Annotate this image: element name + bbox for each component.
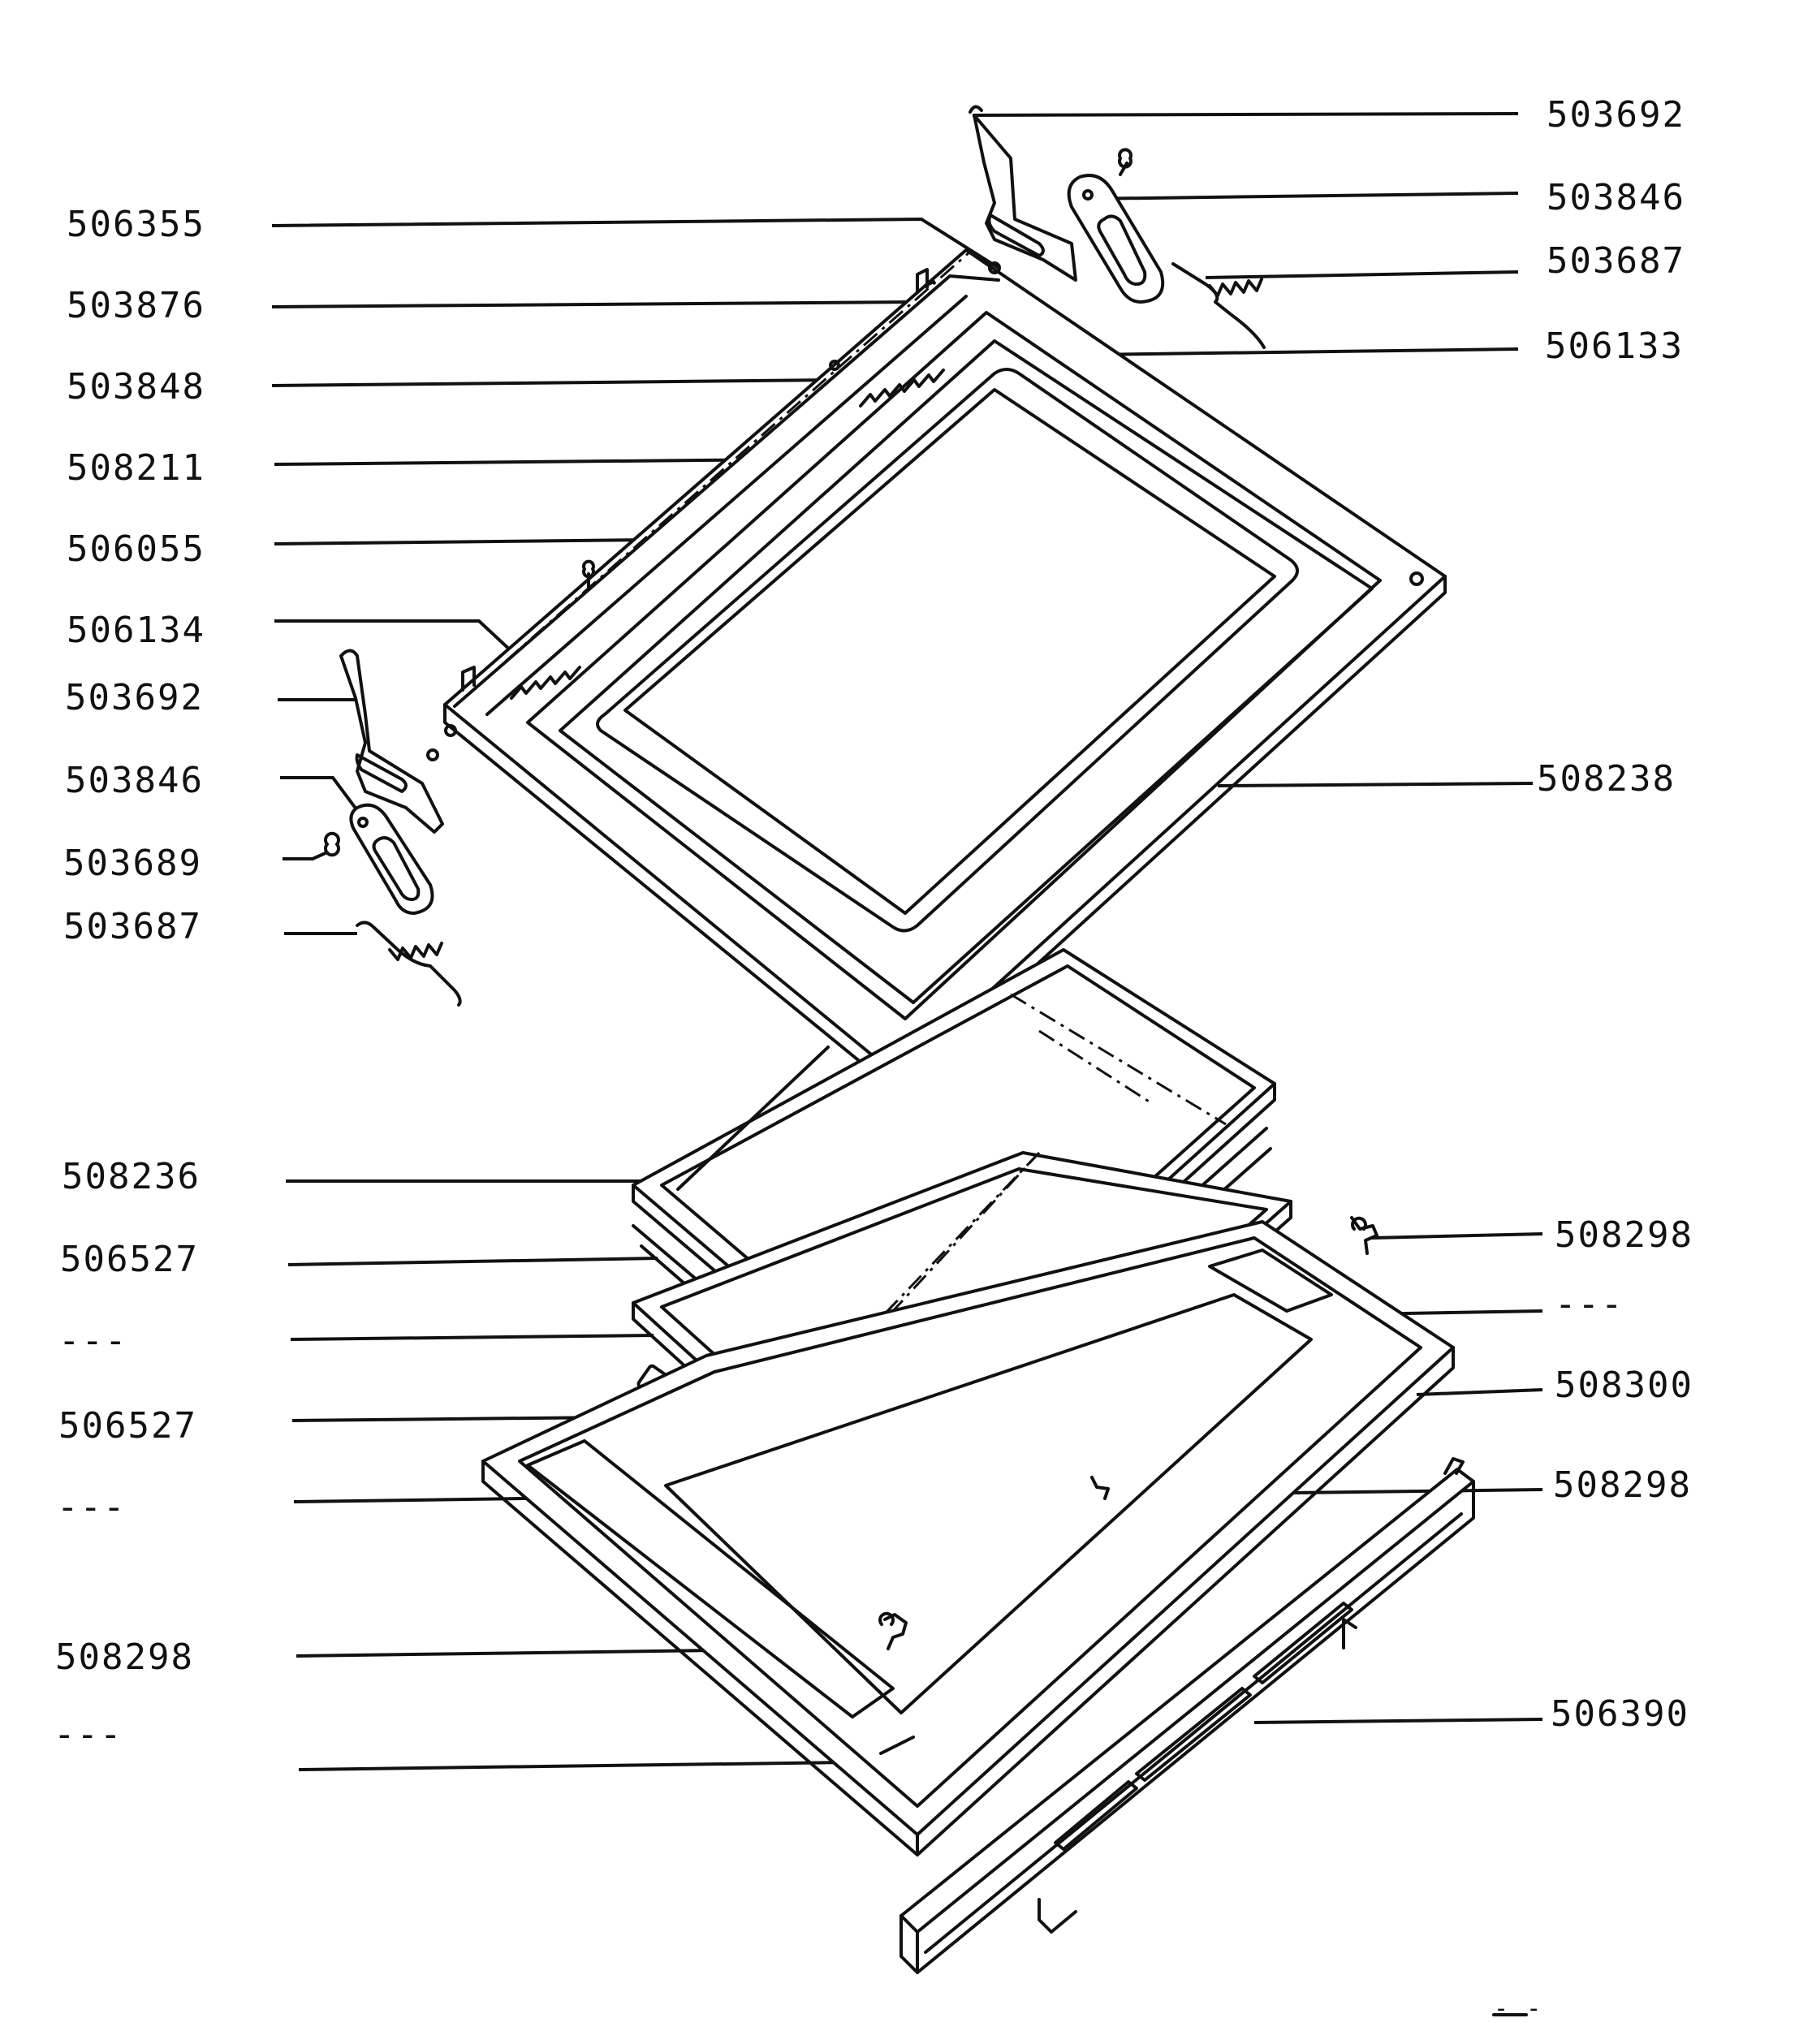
label-508238: 508238 xyxy=(1537,758,1676,800)
label-508211: 508211 xyxy=(67,447,205,489)
label-unnumbered-right: --- xyxy=(1555,1283,1624,1325)
label-508300: 508300 xyxy=(1555,1365,1693,1406)
label-506134: 506134 xyxy=(67,610,205,651)
leader-l4 xyxy=(274,458,784,466)
leader-r3 xyxy=(1205,270,1519,279)
leader-l13 xyxy=(290,1334,654,1341)
leader-l3 xyxy=(271,378,837,387)
label-503848: 503848 xyxy=(67,366,205,408)
label-503692-right: 503692 xyxy=(1547,94,1685,136)
label-unnumbered-1: --- xyxy=(58,1320,128,1361)
leader-l2 xyxy=(271,300,914,308)
label-506390: 506390 xyxy=(1551,1693,1689,1735)
leader-r2 xyxy=(1083,192,1519,201)
leader-r10 xyxy=(1253,1718,1543,1724)
label-506355: 506355 xyxy=(67,204,205,245)
label-unnumbered-3: --- xyxy=(54,1714,123,1755)
door-frame-508238 xyxy=(443,248,1447,1093)
handle-506390 xyxy=(900,1457,1475,1974)
label-506527-upper: 506527 xyxy=(60,1239,199,1280)
label-503876: 503876 xyxy=(67,285,205,326)
leader-l1 xyxy=(271,217,1000,270)
corner-mark: - - xyxy=(1494,1994,1543,2023)
label-508298-left: 508298 xyxy=(55,1636,194,1678)
label-506527-lower: 506527 xyxy=(58,1405,197,1447)
hinge-lower-left xyxy=(311,649,462,1007)
leader-l17 xyxy=(298,1760,910,1771)
label-503687-left: 503687 xyxy=(63,906,202,947)
label-503687-right: 503687 xyxy=(1547,240,1685,282)
hinge-upper-right xyxy=(969,105,1266,349)
outer-frame-508300 xyxy=(481,1216,1455,1856)
label-503846-left: 503846 xyxy=(65,760,204,801)
label-unnumbered-2: --- xyxy=(57,1486,127,1528)
leader-r5 xyxy=(1217,782,1534,787)
leader-r8 xyxy=(1416,1388,1543,1396)
label-506055: 506055 xyxy=(67,528,205,570)
label-503692-left: 503692 xyxy=(65,677,204,718)
label-508298-right-upper: 508298 xyxy=(1555,1214,1693,1256)
label-508298-right-lower: 508298 xyxy=(1553,1464,1692,1506)
leader-r6 xyxy=(1371,1232,1543,1240)
label-503846-right: 503846 xyxy=(1547,177,1685,218)
leader-l8 xyxy=(280,776,363,817)
label-503689: 503689 xyxy=(63,843,202,884)
label-508236: 508236 xyxy=(62,1156,201,1197)
label-506133: 506133 xyxy=(1545,326,1684,367)
leader-l12 xyxy=(287,1257,658,1266)
leader-r1 xyxy=(972,112,1519,117)
